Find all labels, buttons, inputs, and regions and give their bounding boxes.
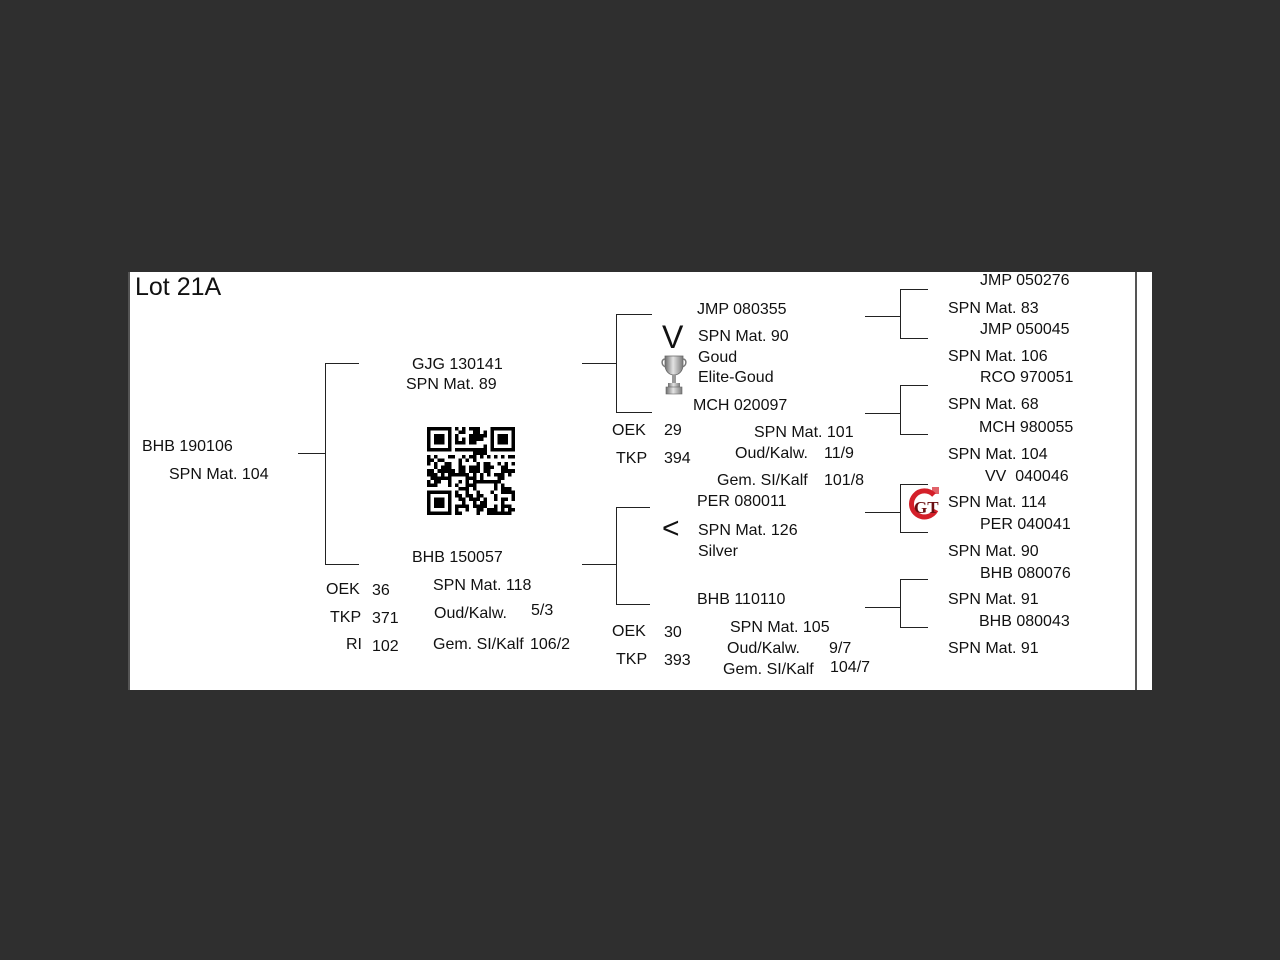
page-right-border — [1135, 272, 1137, 690]
dam-dam-tkp-label: TKP — [616, 651, 648, 668]
sire-dam-gem-value: 101/8 — [824, 472, 865, 489]
connector-line — [616, 507, 650, 508]
dam-gem-label: Gem. SI/Kalf — [433, 636, 524, 653]
dam-dam-oek-label: OEK — [612, 623, 646, 640]
connector-line — [900, 627, 928, 628]
gen3-mat: SPN Mat. 91 — [948, 640, 1039, 657]
dam-tkp-value: 371 — [372, 610, 399, 627]
dam-tkp-label: TKP — [330, 609, 362, 626]
dam-dam-gem-value: 104/7 — [830, 659, 871, 676]
v-mark: V — [662, 319, 684, 355]
gen3-code: BHB 080043 — [979, 613, 1070, 630]
connector-line — [325, 363, 359, 364]
connector-line — [900, 289, 928, 290]
gen3-code: PER 040041 — [980, 516, 1071, 533]
sire-sire-award-2: Elite-Goud — [698, 369, 774, 386]
sire-dam-tkp-value: 394 — [664, 450, 691, 467]
gen3-mat: SPN Mat. 114 — [948, 494, 1047, 511]
connector-line — [900, 338, 928, 339]
sire-dam-tkp-label: TKP — [616, 450, 648, 467]
dam-mat: SPN Mat. 118 — [433, 577, 532, 594]
connector-line — [900, 532, 928, 533]
pedigree-page: Lot 21A BHB 190106 SPN Mat. 104 GJG 1301… — [128, 272, 1152, 690]
sire-dam-code: MCH 020097 — [693, 397, 788, 414]
page-left-border — [128, 272, 130, 690]
gen3-code: JMP 050045 — [980, 321, 1070, 338]
gen3-code: VV 040046 — [985, 468, 1069, 485]
sire-dam-oek-value: 29 — [664, 422, 682, 439]
connector-line — [616, 604, 650, 605]
gt-logo-icon: GT — [909, 487, 939, 520]
connector-line — [616, 314, 617, 413]
sire-dam-mat: SPN Mat. 101 — [754, 424, 854, 441]
dam-code: BHB 150057 — [412, 549, 503, 566]
dam-sire-award: Silver — [698, 543, 739, 560]
dam-dam-mat: SPN Mat. 105 — [730, 619, 830, 636]
gen3-code: RCO 970051 — [980, 369, 1074, 386]
trophy-icon — [661, 355, 687, 395]
dam-oud-value: 5/3 — [531, 602, 554, 619]
sire-dam-oud-label: Oud/Kalw. — [735, 445, 808, 462]
connector-line — [865, 607, 901, 608]
gen3-mat: SPN Mat. 68 — [948, 396, 1039, 413]
gen3-code: MCH 980055 — [979, 419, 1074, 436]
connector-line — [616, 412, 652, 413]
connector-line — [865, 316, 901, 317]
connector-line — [900, 385, 901, 435]
dam-oek-value: 36 — [372, 582, 390, 599]
sire-dam-oud-value: 11/9 — [824, 445, 854, 462]
sire-code: GJG 130141 — [412, 356, 503, 373]
dam-ri-value: 102 — [372, 638, 399, 655]
connector-line — [865, 512, 901, 513]
animal-mat: SPN Mat. 104 — [169, 466, 269, 483]
gen3-code: JMP 050276 — [980, 272, 1070, 289]
dam-dam-oud-label: Oud/Kalw. — [727, 640, 800, 657]
connector-line — [900, 385, 928, 386]
connector-line — [582, 564, 617, 565]
sire-mat: SPN Mat. 89 — [406, 376, 497, 393]
qr-code[interactable] — [427, 427, 515, 515]
connector-line — [900, 484, 901, 533]
dam-oek-label: OEK — [326, 581, 360, 598]
dam-dam-code: BHB 110110 — [697, 591, 786, 608]
sire-sire-award: Goud — [698, 349, 738, 366]
connector-line — [325, 564, 359, 565]
dam-dam-oud-value: 9/7 — [829, 640, 852, 657]
connector-line — [582, 363, 617, 364]
lot-title: Lot 21A — [135, 273, 222, 301]
dam-sire-code: PER 080011 — [697, 493, 787, 510]
connector-line — [865, 413, 901, 414]
dam-ri-label: RI — [346, 636, 362, 653]
dam-oud-label: Oud/Kalw. — [434, 605, 507, 622]
animal-code: BHB 190106 — [142, 438, 233, 455]
dam-gem-value: 106/2 — [530, 636, 571, 653]
connector-line — [900, 579, 901, 628]
gt-logo-letters: GT — [914, 498, 939, 517]
connector-line — [900, 579, 928, 580]
gen3-mat: SPN Mat. 91 — [948, 591, 1039, 608]
gen3-mat: SPN Mat. 106 — [948, 348, 1048, 365]
sire-sire-code: JMP 080355 — [697, 301, 787, 318]
connector-line — [900, 289, 901, 339]
sire-dam-oek-label: OEK — [612, 422, 646, 439]
dam-dam-gem-label: Gem. SI/Kalf — [723, 661, 814, 678]
connector-line — [325, 363, 326, 565]
dam-dam-oek-value: 30 — [664, 624, 682, 641]
connector-line — [900, 484, 928, 485]
connector-line — [900, 434, 928, 435]
sire-dam-gem-label: Gem. SI/Kalf — [717, 472, 808, 489]
sire-sire-mat: SPN Mat. 90 — [698, 328, 789, 345]
dam-sire-mat: SPN Mat. 126 — [698, 522, 798, 539]
gen3-mat: SPN Mat. 104 — [948, 446, 1048, 463]
dam-dam-tkp-value: 393 — [664, 652, 691, 669]
connector-line — [616, 507, 617, 605]
connector-line — [298, 453, 325, 454]
gen3-mat: SPN Mat. 90 — [948, 543, 1039, 560]
gen3-code: BHB 080076 — [980, 565, 1071, 582]
connector-line — [616, 314, 652, 315]
less-than-mark: < — [662, 512, 680, 545]
gen3-mat: SPN Mat. 83 — [948, 300, 1039, 317]
